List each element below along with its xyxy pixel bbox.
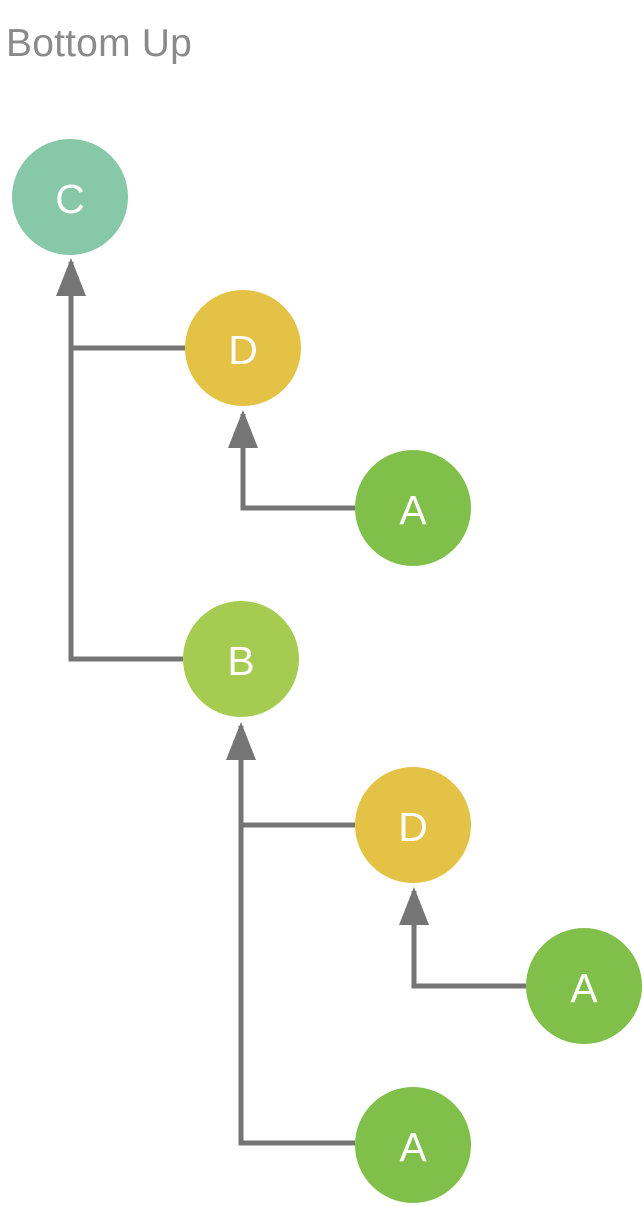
edge-A-to-B-bottom	[238, 726, 355, 1146]
edge-B-to-C	[68, 262, 183, 662]
node-b-label: B	[227, 638, 254, 684]
page-title: Bottom Up	[6, 22, 192, 65]
node-d-upper-label: D	[228, 327, 258, 373]
arrowhead-into-c-icon	[56, 258, 86, 296]
node-c-label: C	[55, 176, 85, 222]
node-a-bottom-circle[interactable]	[355, 1087, 471, 1203]
node-d-lower-circle[interactable]	[355, 767, 471, 883]
node-a-bottom-label: A	[399, 1124, 427, 1170]
arrowheads-layer	[56, 258, 429, 925]
node-b[interactable]: B	[183, 601, 299, 717]
node-d-upper[interactable]: D	[185, 290, 301, 406]
node-d-lower-label: D	[398, 804, 428, 850]
node-a-upper[interactable]: A	[355, 450, 471, 566]
node-c[interactable]: C	[12, 139, 128, 255]
node-a-upper-label: A	[399, 487, 427, 533]
node-a-middle-right[interactable]: A	[526, 928, 642, 1044]
node-a-middle-right-circle[interactable]	[526, 928, 642, 1044]
node-a-middle-right-label: A	[570, 965, 598, 1011]
node-d-lower[interactable]: D	[355, 767, 471, 883]
arrowhead-into-b-icon	[226, 722, 256, 760]
arrowhead-into-d-lower-icon	[399, 887, 429, 925]
node-a-bottom[interactable]: A	[355, 1087, 471, 1203]
node-c-circle[interactable]	[12, 139, 128, 255]
node-b-circle[interactable]	[183, 601, 299, 717]
arrowhead-into-d-upper-icon	[228, 410, 258, 448]
node-d-upper-circle[interactable]	[185, 290, 301, 406]
nodes-layer: C D A B D A A	[12, 139, 642, 1203]
node-a-upper-circle[interactable]	[355, 450, 471, 566]
